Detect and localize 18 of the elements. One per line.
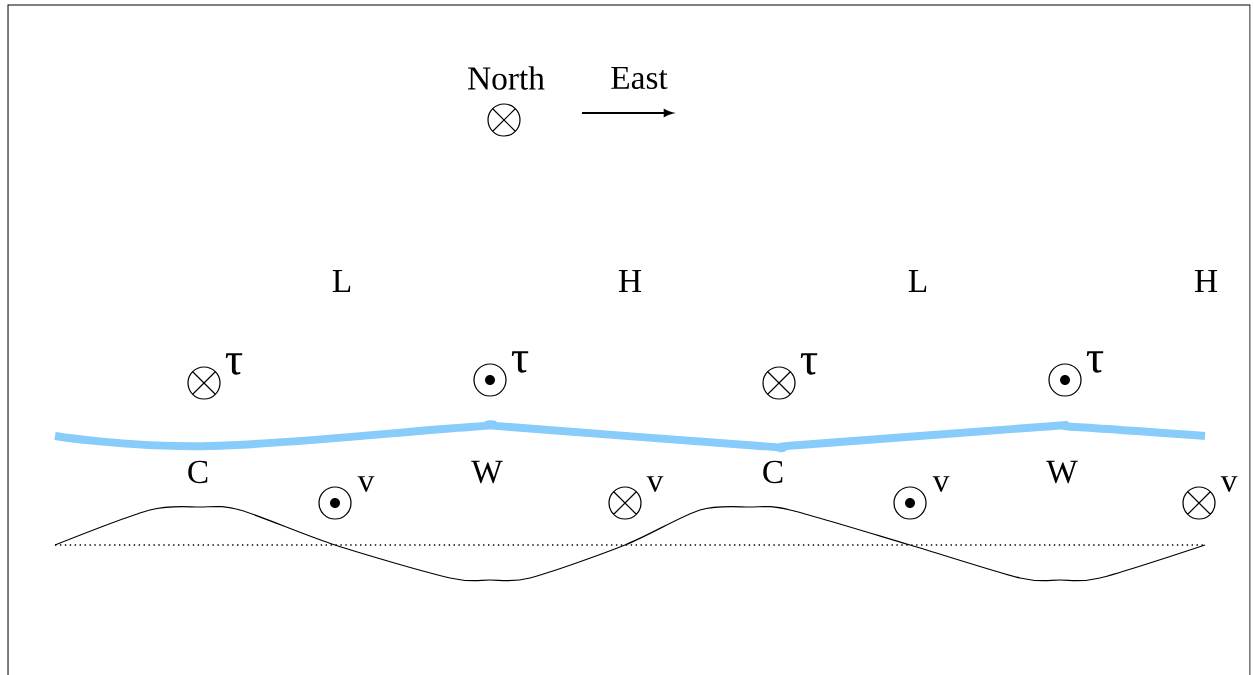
label: v bbox=[646, 476, 664, 492]
label: τ bbox=[800, 353, 818, 375]
label: North bbox=[468, 66, 545, 90]
label: L bbox=[908, 270, 927, 292]
label: τ bbox=[511, 351, 529, 373]
label: v bbox=[357, 476, 375, 492]
label: H bbox=[618, 270, 642, 292]
label: W bbox=[471, 460, 503, 484]
label: L bbox=[332, 270, 351, 292]
label: τ bbox=[1086, 351, 1104, 373]
label: H bbox=[1194, 270, 1218, 292]
label: v bbox=[932, 476, 950, 492]
label: τ bbox=[225, 353, 243, 375]
label: C bbox=[763, 460, 783, 484]
label: East bbox=[611, 66, 668, 90]
label: v bbox=[1220, 476, 1238, 492]
label: W bbox=[1046, 460, 1078, 484]
label: C bbox=[188, 460, 208, 484]
